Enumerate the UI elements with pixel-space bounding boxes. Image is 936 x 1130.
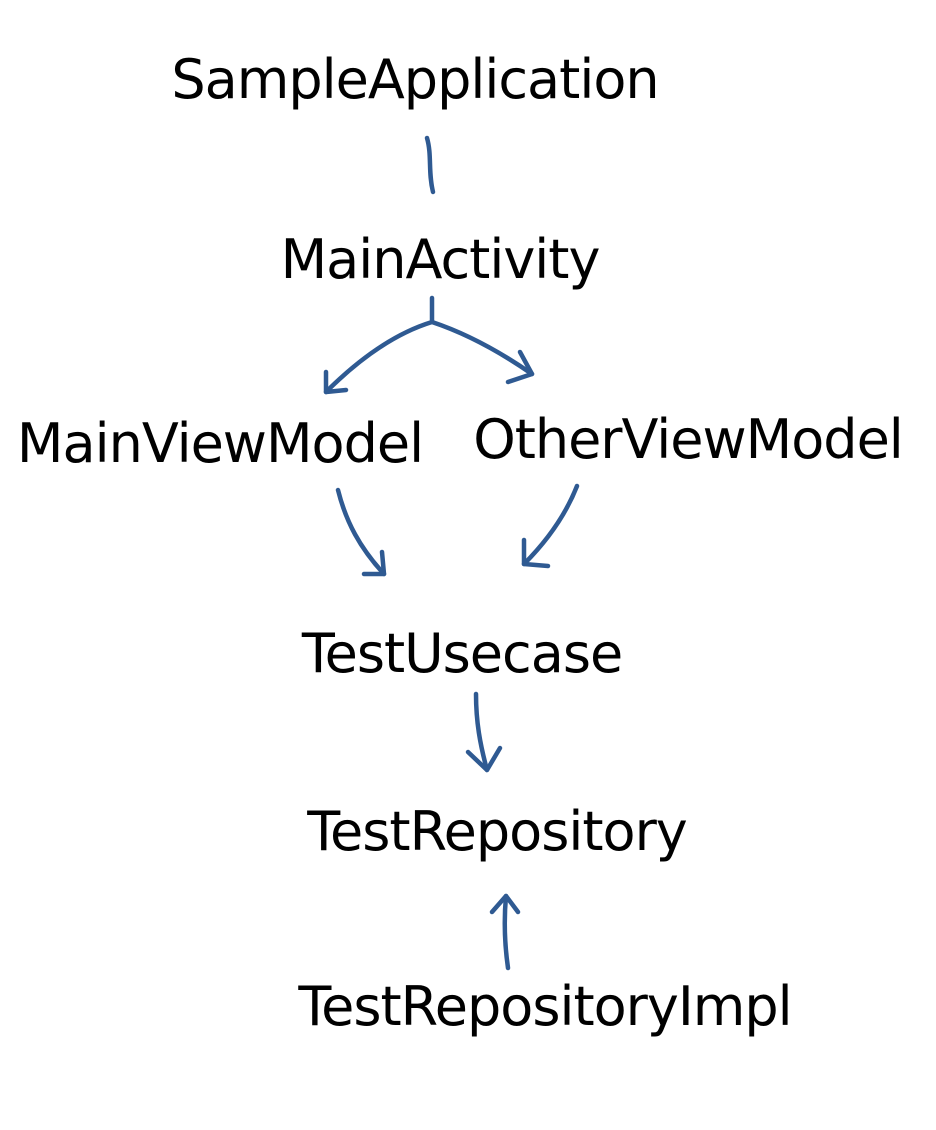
node-test-repository-impl: TestRepositoryImpl (297, 975, 791, 1038)
edge-main-activity-to-main-view-model (323, 295, 435, 395)
edge-other-view-model-to-test-usecase (521, 483, 580, 567)
node-test-repository: TestRepository (306, 800, 687, 863)
node-main-activity: MainActivity (281, 228, 600, 291)
edge-main-view-model-to-test-usecase-arrowhead (361, 549, 387, 577)
node-main-view-model: MainViewModel (17, 412, 423, 475)
edge-test-repository-impl-to-test-repository-arrowhead (489, 893, 521, 915)
edge-other-view-model-to-test-usecase-arrowhead (521, 537, 551, 569)
edge-main-view-model-to-test-usecase (335, 487, 387, 577)
edge-test-usecase-to-test-repository-arrowhead (465, 745, 503, 773)
edge-main-activity-to-main-view-model-arrowhead (323, 369, 349, 395)
edge-main-activity-to-other-view-model-arrowhead (505, 349, 535, 385)
node-sample-application: SampleApplication (171, 48, 658, 111)
node-other-view-model: OtherViewModel (473, 408, 903, 471)
node-test-usecase: TestUsecase (301, 622, 622, 685)
edge-sample-application-to-main-activity (424, 135, 436, 195)
edge-test-repository-impl-to-test-repository (502, 893, 511, 971)
edge-test-usecase-to-test-repository (473, 691, 490, 773)
diagram-edges (323, 135, 580, 971)
edge-main-activity-to-other-view-model (429, 319, 535, 377)
